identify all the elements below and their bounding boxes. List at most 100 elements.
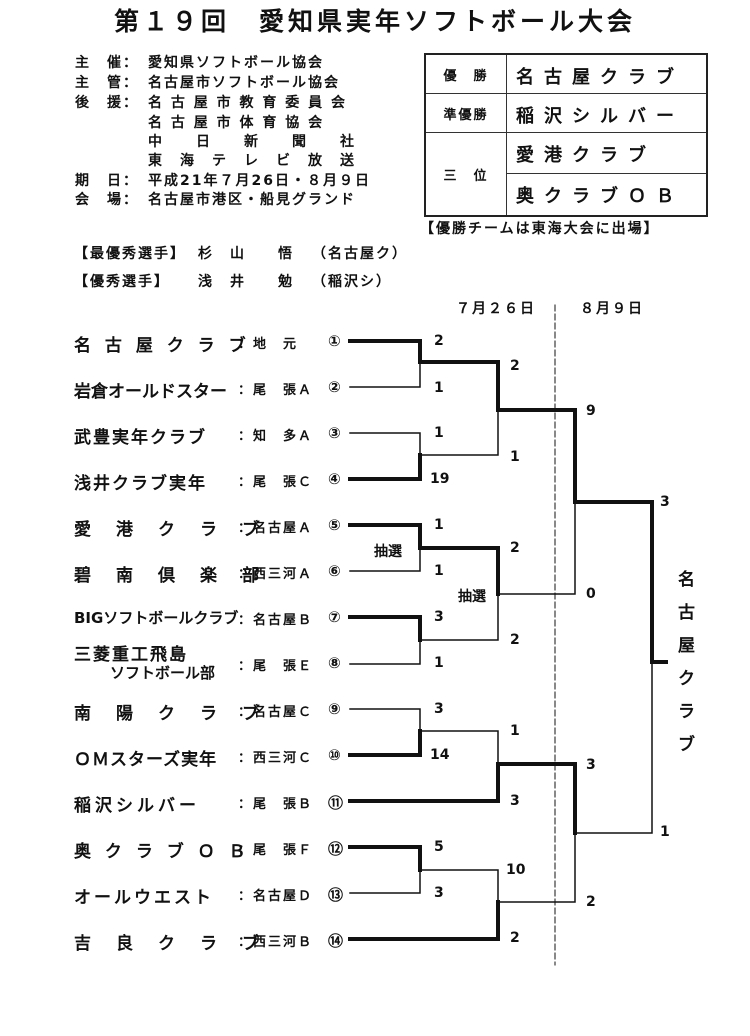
bracket-line <box>574 661 653 834</box>
team-number: ⑫ <box>328 840 344 858</box>
team-name: 岩倉オールドスター <box>74 382 227 402</box>
team-number: ⑦ <box>328 608 341 626</box>
info-value: 名 古 屋 市 体 育 協 会 <box>148 115 325 131</box>
score-r1: 1 <box>434 517 444 533</box>
score-r1: 3 <box>434 885 444 901</box>
team-number: ⑥ <box>328 562 341 580</box>
info-value: 平成21年７月26日・８月９日 <box>148 173 371 189</box>
mvp-label: 【最優秀選手】 <box>74 246 186 262</box>
team-name: BIGソフトボールクラブ <box>74 609 239 627</box>
team-name-line2: ソフトボール部 <box>110 664 216 682</box>
lottery-label: 抽選 <box>374 544 402 560</box>
date-day1: ７月２６日 <box>456 301 536 317</box>
info-label: 主 管： <box>75 75 139 91</box>
team-name: ＯＭスターズ実年 <box>74 750 218 770</box>
score-r1: 2 <box>434 333 444 349</box>
bracket-line <box>349 639 421 665</box>
bracket-line <box>348 900 500 941</box>
team-area: ：地 元 <box>238 337 299 352</box>
mvp-team: （名古屋ク） <box>312 246 408 262</box>
bracket-line <box>496 408 577 504</box>
runnerup-name: 稲沢シルバー <box>516 106 684 127</box>
mvp-name: 杉 山 悟 <box>198 246 294 262</box>
info-value: 愛知県ソフトボール協会 <box>148 55 324 71</box>
bracket-line <box>419 869 499 903</box>
winner-char: 古 <box>678 603 695 623</box>
bracket-line <box>348 339 422 364</box>
bracket-line <box>497 501 576 595</box>
bracket-line <box>419 593 499 641</box>
tokai-note: 【優勝チームは東海大会に出場】 <box>420 221 660 237</box>
score-r1: 5 <box>434 839 444 855</box>
score-r1: 3 <box>434 609 444 625</box>
bracket-line <box>419 409 499 456</box>
champion-name: 名古屋クラブ <box>516 67 684 88</box>
team-number: ③ <box>328 424 341 442</box>
team-area: ：尾 張Ｂ <box>238 797 314 812</box>
bracket-line <box>349 432 421 456</box>
bracket-line <box>349 708 421 732</box>
team-area: ：名古屋Ａ <box>238 521 314 536</box>
score-r2: 2 <box>510 632 520 648</box>
champion-label: 優 勝 <box>426 55 507 93</box>
team-area: ：西三河Ｂ <box>238 935 314 950</box>
team-name: 武豊実年クラブ <box>74 428 207 448</box>
team-name: 浅井クラブ実年 <box>74 474 207 494</box>
score-r1: 19 <box>430 471 450 487</box>
lottery-label: 抽選 <box>458 589 486 605</box>
score-r2: 3 <box>510 793 520 809</box>
third-label: 三 位 <box>426 133 507 215</box>
info-value: 中 日 新 聞 社 <box>148 134 356 150</box>
page-title: 第１９回 愛知県実年ソフトボール大会 <box>113 7 636 36</box>
date-day2: ８月９日 <box>580 301 644 317</box>
team-name: 碧 南 倶 楽 部 <box>74 566 263 586</box>
bracket-line <box>419 730 499 765</box>
team-name: オールウエスト <box>74 888 214 908</box>
team-number: ② <box>328 378 341 396</box>
score-sf: 0 <box>586 586 596 602</box>
team-area: ：西三河Ｃ <box>238 751 314 766</box>
info-value: 名 古 屋 市 教 育 委 員 会 <box>148 95 347 111</box>
bracket-line <box>418 360 500 412</box>
bracket-line <box>418 546 500 596</box>
team-number: ⑤ <box>328 516 341 534</box>
team-number: ⑪ <box>328 794 344 812</box>
champion-row: 優 勝 名古屋クラブ <box>426 55 706 94</box>
score-r2: 1 <box>510 449 520 465</box>
bracket-line <box>349 361 421 388</box>
score-r2: 1 <box>510 723 520 739</box>
info-label: 後 援： <box>75 95 139 111</box>
winner-char: ラ <box>678 702 695 722</box>
bracket-line <box>348 729 422 757</box>
team-area: ：尾 張Ｃ <box>238 475 314 490</box>
winner-char: 名 <box>678 570 695 590</box>
team-name: 南 陽 ク ラ ブ <box>74 704 263 724</box>
score-r1: 3 <box>434 701 444 717</box>
third-name: 愛港クラブ <box>516 145 656 166</box>
bracket-line <box>496 762 577 835</box>
runnerup-label: 準優勝 <box>426 94 507 132</box>
team-area: ：名古屋Ｄ <box>238 889 314 904</box>
bracket-line <box>348 762 500 803</box>
bracket-line <box>348 615 422 642</box>
team-number: ⑬ <box>328 886 344 904</box>
runnerup-row: 準優勝 稲沢シルバー <box>426 94 706 133</box>
bracket-line <box>348 453 422 481</box>
team-name: 吉 良 ク ラ ブ <box>74 934 263 954</box>
team-area: ：名古屋Ｂ <box>238 613 314 628</box>
bracket-line <box>349 547 421 572</box>
team-number: ⑭ <box>328 932 344 950</box>
results-table: 優 勝 名古屋クラブ 準優勝 稲沢シルバー 三 位 愛港クラブ 奥クラブＯＢ <box>424 53 708 217</box>
team-number: ⑩ <box>328 746 341 764</box>
score-r1: 1 <box>434 563 444 579</box>
team-number: ① <box>328 332 341 350</box>
info-value: 名古屋市港区・船見グランド <box>148 192 356 208</box>
info-label: 会 場： <box>75 192 139 208</box>
team-area: ：尾 張Ｆ <box>238 843 314 858</box>
bracket-line <box>573 500 654 664</box>
third-row: 三 位 愛港クラブ 奥クラブＯＢ <box>426 133 706 215</box>
info-label: 主 催： <box>75 55 139 71</box>
team-number: ④ <box>328 470 341 488</box>
excellent-name: 浅 井 勉 <box>198 274 294 290</box>
